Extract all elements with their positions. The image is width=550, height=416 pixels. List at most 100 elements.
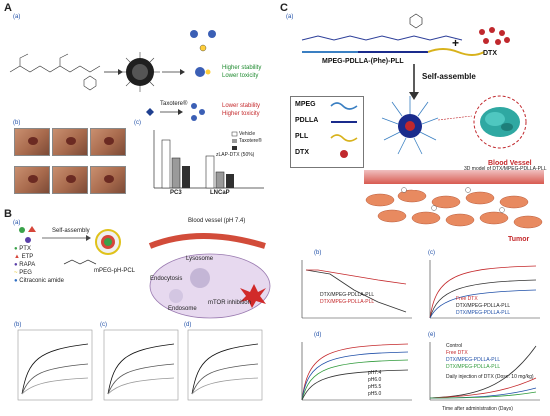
mtor-label: mTOR inhibition <box>208 300 251 306</box>
panel-a-sub-c: (c) <box>134 120 141 126</box>
endosome-label: Endosome <box>168 306 197 312</box>
endocytosis-label: Endocytosis <box>150 276 183 282</box>
legend-pdlla: PDLLA <box>295 117 319 124</box>
chart-e-xlabel: Time after administration (Days) <box>442 406 513 412</box>
vessel-wall <box>148 233 266 249</box>
free-dtx <box>429 377 537 399</box>
panel-c-sub-c: (c) <box>428 250 435 256</box>
taxotere-label: Taxotere® <box>160 101 188 107</box>
self-assembly-label: Self-assembly <box>52 228 90 234</box>
self-assemble-arrow <box>409 64 419 100</box>
panel-b-sub-b: (b) <box>14 322 22 328</box>
prodrug-structure <box>9 53 101 91</box>
epr-label: EPR effect <box>412 186 441 192</box>
bar-vehicle-pc3 <box>161 139 171 189</box>
chart-c-legend-2: DTX/MPEG-PDLLA-PLL <box>456 303 511 309</box>
legend-zlap: zLAP-DTX (50%) <box>216 152 255 158</box>
legend-dtx: DTX <box>295 149 309 156</box>
panel-c-sub-b: (b) <box>314 250 322 256</box>
tumor-photo <box>90 128 126 156</box>
cumulative-release-chart <box>429 260 540 319</box>
panel-a-scheme <box>9 30 216 121</box>
dtx-2 <box>429 289 537 319</box>
legend-swatches <box>330 102 358 158</box>
chart-e-legend-4: DTX/MPEG-PDLLA-PLL <box>446 364 501 370</box>
blood-vessel-label: Blood Vessel <box>488 160 532 167</box>
category-pc3: PC3 <box>170 190 182 196</box>
panel-a-sub-a: (a) <box>13 14 21 20</box>
c-micelle <box>381 96 439 155</box>
pc3-bars <box>161 139 190 189</box>
tumor-photo <box>14 128 50 156</box>
release-chart-b <box>17 329 93 401</box>
chart-d-legend-2: pH6.0 <box>368 377 382 383</box>
dtx-route <box>146 103 205 121</box>
legend-rapa: ● RAPA <box>14 262 36 268</box>
tumor-photo <box>52 128 88 156</box>
chart-c-legend-3: DTX/MPEG-PDLLA-PLL <box>456 310 511 316</box>
panel-a-sub-b: (b) <box>13 120 21 126</box>
apoptosis-burst <box>240 284 266 308</box>
dtx-cluster <box>479 27 510 45</box>
bar-vehicle-lncap <box>205 155 215 189</box>
chart-b-legend-1: DTX/MPEG-PDLLA-PLL <box>320 292 375 298</box>
tumor-photo <box>90 166 126 194</box>
legend-mpeg: MPEG <box>295 101 316 108</box>
legend-etp: ▲ ETP <box>14 254 34 260</box>
chart-c-legend-1: Free DTX <box>456 296 478 302</box>
outcome-lower-toxicity: Lower toxicity <box>222 73 259 79</box>
panel-b-letter: B <box>4 208 12 220</box>
outcome-higher-stability: Higher stability <box>222 65 262 71</box>
copolymer-structure <box>301 13 485 56</box>
legend-vehicle: Vehicle <box>239 131 256 137</box>
bar-taxotere-lncap <box>215 171 225 189</box>
series-2 <box>306 269 407 285</box>
outcome-lower-stability: Lower stability <box>222 103 261 109</box>
dtx-label: DTX <box>483 50 497 57</box>
dtx-1 <box>429 279 537 319</box>
drug-remaining-chart <box>301 260 412 319</box>
copolymer-label: MPEG-PDLLA-(Phe)-PLL <box>322 58 404 65</box>
tumor-photo <box>14 166 50 194</box>
tumor-photo <box>52 166 88 194</box>
c-3d-model <box>473 95 527 149</box>
panel-a-bar-chart <box>153 130 264 189</box>
dtx-2 <box>429 391 537 399</box>
panel-b-release-charts <box>17 329 263 401</box>
category-lncap: LNCaP <box>210 190 230 196</box>
panel-a-letter: A <box>4 2 12 14</box>
panel-c: C (a) MPEG-PDLLA-(Phe)-PLL + DTX Self-as… <box>276 0 550 416</box>
chart-d-legend-1: pH7.4 <box>368 370 382 376</box>
chart-d-legend-3: pH5.5 <box>368 384 382 390</box>
ph-release-chart <box>301 342 412 401</box>
lysosome-label: Lysosome <box>186 256 214 262</box>
legend-ptx: ● PTX <box>14 246 31 252</box>
legend-pll: PLL <box>295 133 309 140</box>
panel-b-sub-a: (a) <box>13 220 21 226</box>
legend-citraconic: ● Citraconic amide <box>14 278 64 284</box>
panel-c-sub-d: (d) <box>314 332 322 338</box>
bar-zlap-pc3 <box>182 166 190 188</box>
panel-b-scheme <box>19 226 271 319</box>
self-assemble-label: Self-assemble <box>422 72 476 81</box>
outcome-higher-toxicity: Higher toxicity <box>222 111 260 117</box>
model-caption: 3D model of DTX/MPEG-PDLLA-PLL <box>464 166 547 172</box>
free-dtx <box>429 265 537 319</box>
chart-e-legend-2: Free DTX <box>446 350 468 356</box>
bar-taxotere-pc3 <box>171 157 181 189</box>
panel-b-sub-d: (d) <box>184 322 192 328</box>
chart-b-legend-2: DTX/MPEG-PDLLA-PLL <box>320 299 375 305</box>
tumor-volume-chart <box>429 342 540 401</box>
legend <box>231 131 238 150</box>
chart-d-legend-4: pH5.0 <box>368 391 382 397</box>
chart-e-note: Daily injection of DTX (Dose: 10 mg/kg) <box>446 374 534 380</box>
chart-e-legend-3: DTX/MPEG-PDLLA-PLL <box>446 357 501 363</box>
release-chart-d <box>187 329 263 401</box>
chart-e-legend-1: Control <box>446 343 463 349</box>
panel-b-sub-c: (c) <box>100 322 107 328</box>
panel-a: A (a) <box>0 0 272 205</box>
micelle <box>120 52 160 92</box>
material-legend: MPEG PDLLA PLL DTX <box>290 96 364 168</box>
lncap-bars <box>205 155 234 189</box>
tumor-label: Tumor <box>508 236 530 243</box>
